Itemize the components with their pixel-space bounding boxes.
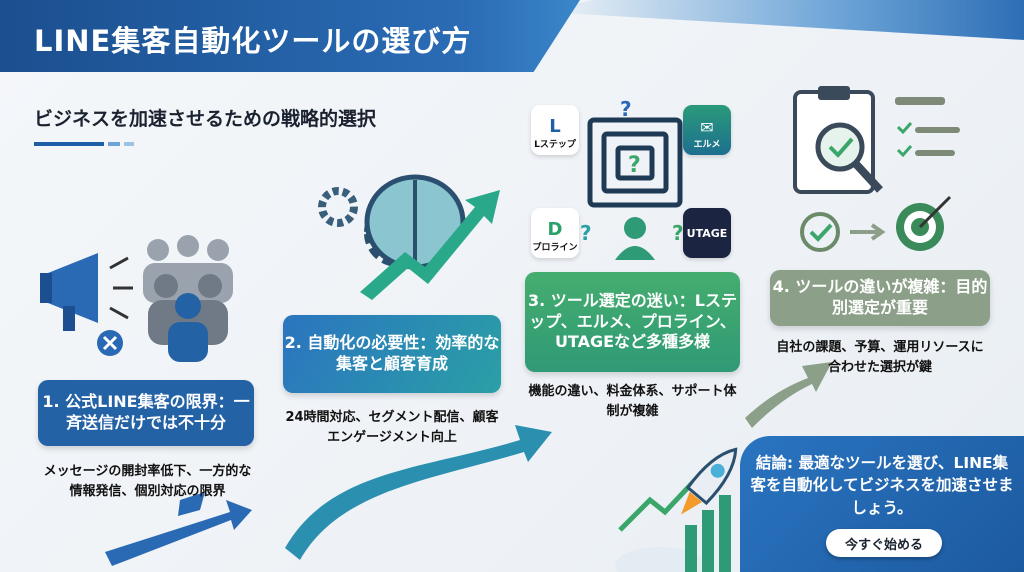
svg-text:?: ? [580,221,592,245]
gear-icon [318,187,358,227]
step-2-desc: 24時間対応、セグメント配信、顧客エンゲージメント向上 [285,410,499,445]
underline-bar [124,142,134,146]
rocket-icon [681,447,738,515]
tool-lstep-label: Lステップ [534,140,576,150]
step-3-title: 3. ツール選定の迷い：Lステップ、エルメ、プロライン、UTAGEなど多種多様 [525,272,740,372]
trend-arrow-icon [360,190,500,300]
svg-text:?: ? [620,100,632,121]
megaphone-crowd-illustration [40,235,233,362]
checklist-target-illustration [793,86,960,252]
tool-lme-logo: ✉エルメ [683,105,731,155]
tool-utage-label: UTAGE [686,226,728,240]
svg-text:?: ? [628,153,641,178]
person-icon [624,217,646,239]
tool-utage-logo: UTAGE [683,208,731,258]
underline-bar [108,142,120,146]
megaphone-icon [48,253,98,323]
blue-arrow-icon [105,492,252,566]
page-subtitle: ビジネスを加速させるための戦略的選択 [34,108,377,130]
tool-proline-label: プロライン [532,243,578,253]
step-2-title: 2. 自動化の必要性：効率的な集客と顧客育成 [283,315,501,393]
step-1-title: 1. 公式LINE集客の限界：一斉送信だけでは不十分 [38,380,254,446]
teal-curve-arrow-icon [285,425,552,560]
step-4-desc: 自社の課題、予算、運用リソースに合わせた選択が鍵 [776,340,984,375]
check-circle-icon [800,212,840,252]
conclusion-text: 結論: 最適なツールを選び、LINE集客を自動化してビジネスを加速させましょう。 [750,454,1014,517]
step-3-desc: 機能の違い、料金体系、サポート体制が複雑 [528,384,737,419]
start-now-button[interactable]: 今すぐ始める [826,529,942,557]
title-banner [0,0,580,72]
svg-text:?: ? [672,221,684,245]
target-icon [896,195,952,251]
page-title: LINE集客自動化ツールの選び方 [34,24,472,58]
step-1-desc: メッセージの開封率低下、一方的な情報発信、個別対応の限界 [43,464,252,499]
rocket-illustration [615,447,738,572]
step-4-title: 4. ツールの違いが複雑：目的別選定が重要 [770,270,990,326]
magnifier-icon [815,122,865,172]
gray-arrow-icon [745,362,832,428]
brain-growth-illustration [318,174,500,300]
maze-illustration: ? ? ? ? [580,100,684,260]
tool-lme-label: エルメ [693,140,721,150]
underline-bar [34,142,104,146]
